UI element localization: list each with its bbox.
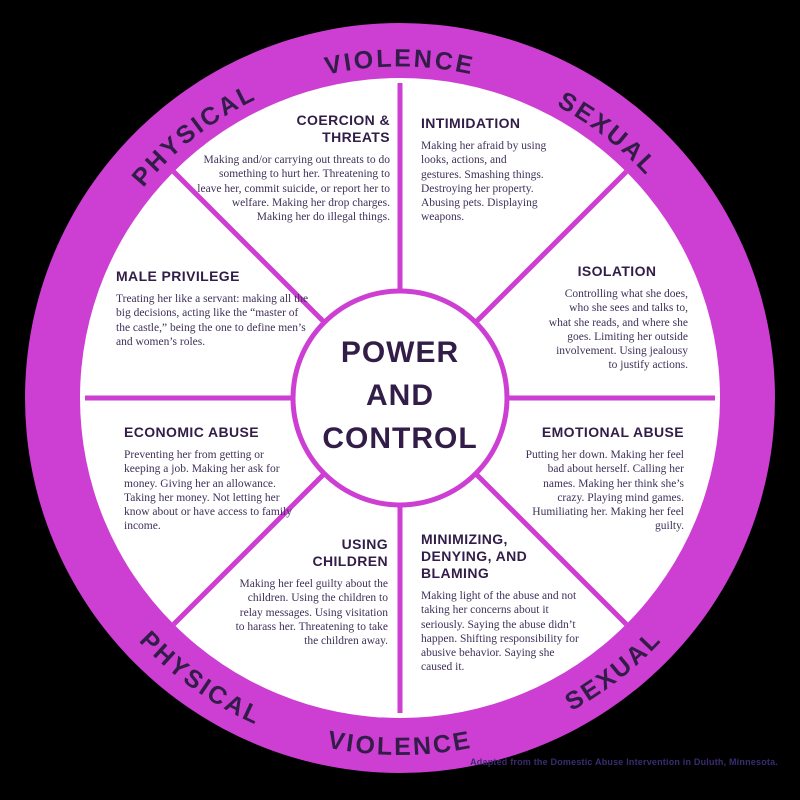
center-title-line: AND [366,379,434,412]
wedge-title: ISOLATION [577,263,657,279]
wedge-minimizing-denying-blaming: MINIMIZING, DENYING, AND BLAMING Making … [421,531,583,675]
wedge-body: Preventing her from getting or keeping a… [124,449,292,533]
wedge-using-children: USING CHILDREN Making her feel guilty ab… [228,536,388,648]
wedge-body: Making her afraid by using looks, action… [421,140,547,224]
wedge-body: Treating her like a servant: making all … [116,293,309,348]
wedge-body: Controlling what she does, who she sees … [548,288,688,372]
wedge-body: Making her feel guilty about the childre… [235,578,388,648]
spoke-southeast [471,469,629,627]
wedge-title: USING CHILDREN [312,536,388,570]
center-title-line: POWER [340,336,460,369]
wedge-body: Making and/or carrying out threats to do… [197,154,390,224]
center-circle [290,288,510,508]
wedge-title: COERCION & THREATS [296,112,390,146]
spoke-northeast [471,169,629,327]
wedge-title: EMOTIONAL ABUSE [541,424,684,440]
attribution-text: Adapted from the Domestic Abuse Interven… [470,757,778,767]
wedge-title: ECONOMIC ABUSE [124,424,259,440]
wedge-coercion-threats: COERCION & THREATS Making and/or carryin… [196,112,390,224]
wedge-body: Making light of the abuse and not taking… [421,590,579,674]
wedge-isolation: ISOLATION Controlling what she does, who… [546,263,688,373]
spoke-southwest [171,469,329,627]
wedge-title: MINIMIZING, DENYING, AND BLAMING [421,531,528,582]
wedge-intimidation: INTIMIDATION Making her afraid by using … [421,115,549,225]
wedge-male-privilege: MALE PRIVILEGE Treating her like a serva… [116,268,312,349]
center-title-line: CONTROL [322,422,478,455]
wedge-title: INTIMIDATION [421,115,521,131]
wedge-title: MALE PRIVILEGE [116,268,240,284]
wedge-economic-abuse: ECONOMIC ABUSE Preventing her from getti… [124,424,292,534]
wedge-body: Putting her down. Making her feel bad ab… [525,449,684,533]
wedge-emotional-abuse: EMOTIONAL ABUSE Putting her down. Making… [516,424,684,534]
spoke-northwest [171,169,329,327]
center-title: POWER AND CONTROL [290,331,510,460]
